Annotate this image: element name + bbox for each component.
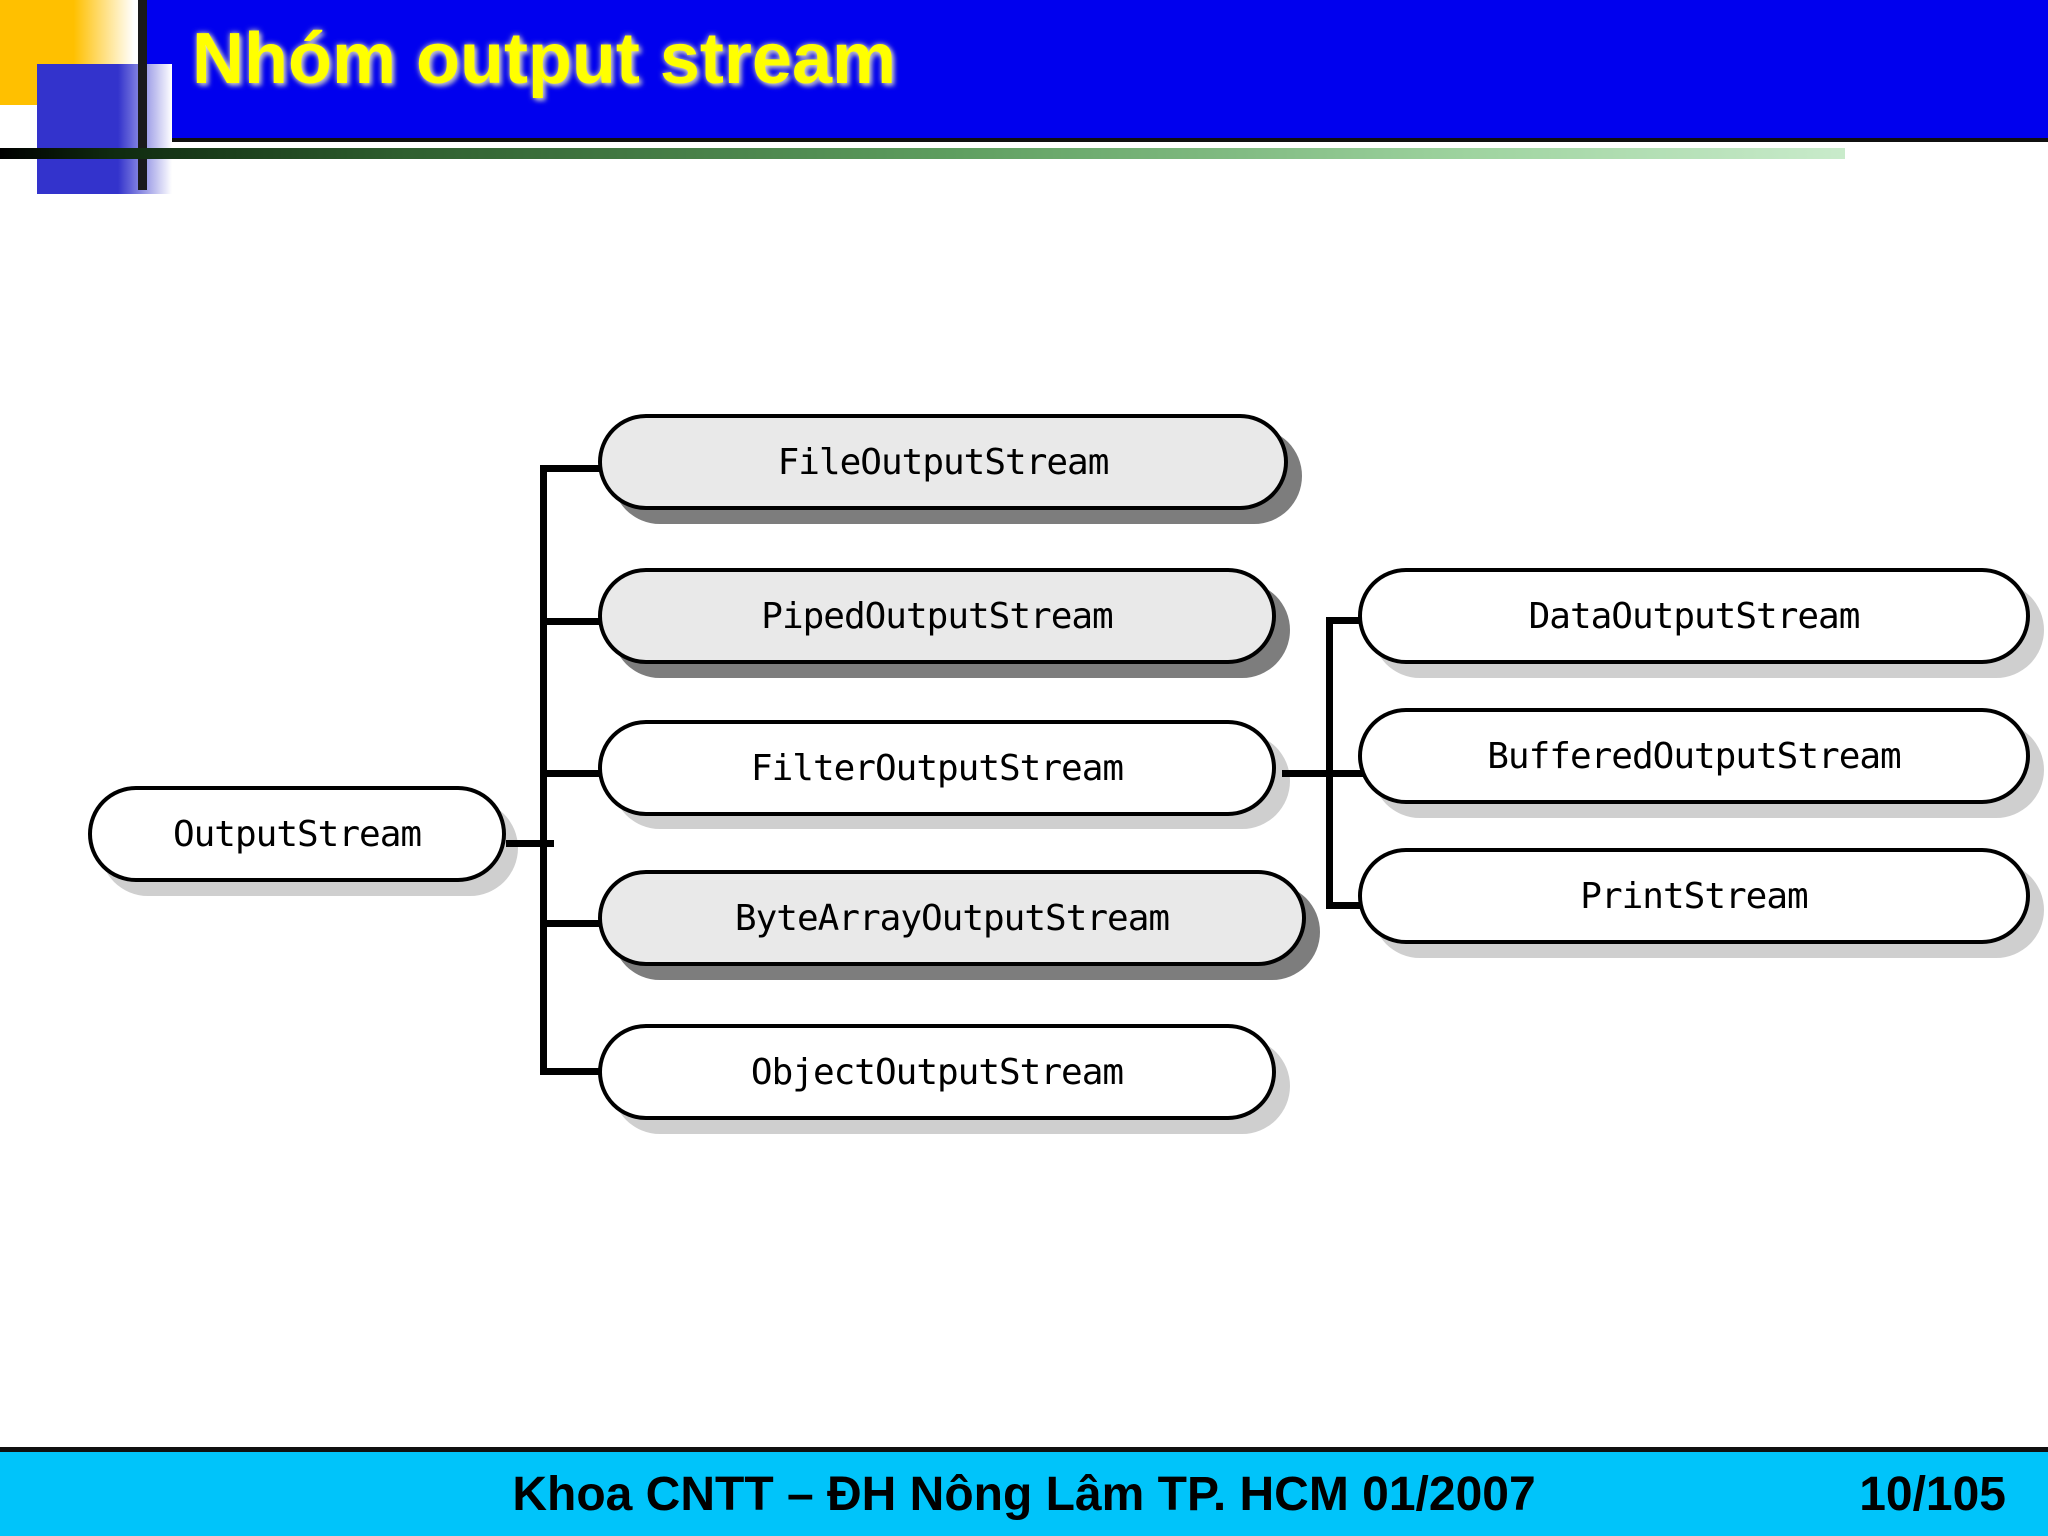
header-green-rule [0,148,1845,159]
connector-filter-stub [1282,770,1392,777]
connector-branch [540,1068,612,1075]
node-file-output-stream[interactable]: FileOutputStream [598,414,1288,510]
node-buffered-output-stream[interactable]: BufferedOutputStream [1358,708,2030,804]
node-object-output-stream[interactable]: ObjectOutputStream [598,1024,1276,1120]
node-piped-output-stream[interactable]: PipedOutputStream [598,568,1276,664]
footer-credit: Khoa CNTT – ĐH Nông Lâm TP. HCM 01/2007 [512,1467,1536,1521]
page-number: 10/105 [1859,1467,2006,1521]
node-label: BufferedOutputStream [1487,735,1901,777]
connector-branch [540,920,612,927]
connector-trunk-right [1326,617,1333,909]
node-label: PipedOutputStream [761,595,1113,637]
node-byte-array-output-stream[interactable]: ByteArrayOutputStream [598,870,1306,966]
node-output-stream[interactable]: OutputStream [88,786,506,882]
connector-branch [540,770,612,777]
node-label: OutputStream [172,813,422,855]
page-title: Nhóm output stream [192,19,897,99]
connector-branch [540,465,612,472]
node-label: ObjectOutputStream [750,1051,1124,1093]
connector-root-stub [506,840,554,847]
connector-branch [540,618,612,625]
header-bar [147,0,2048,142]
node-label: DataOutputStream [1528,595,1861,637]
node-data-output-stream[interactable]: DataOutputStream [1358,568,2030,664]
node-filter-output-stream[interactable]: FilterOutputStream [598,720,1276,816]
node-label: PrintStream [1580,875,1808,917]
header-decoration-blue [37,64,172,194]
node-label: FilterOutputStream [750,747,1124,789]
header-decoration-vertical-line [138,0,147,190]
node-label: ByteArrayOutputStream [734,897,1170,939]
node-label: FileOutputStream [777,441,1110,483]
node-print-stream[interactable]: PrintStream [1358,848,2030,944]
footer-bar: Khoa CNTT – ĐH Nông Lâm TP. HCM 01/2007 … [0,1447,2048,1536]
output-stream-class-diagram: OutputStream FileOutputStream PipedOutpu… [88,414,2044,1134]
